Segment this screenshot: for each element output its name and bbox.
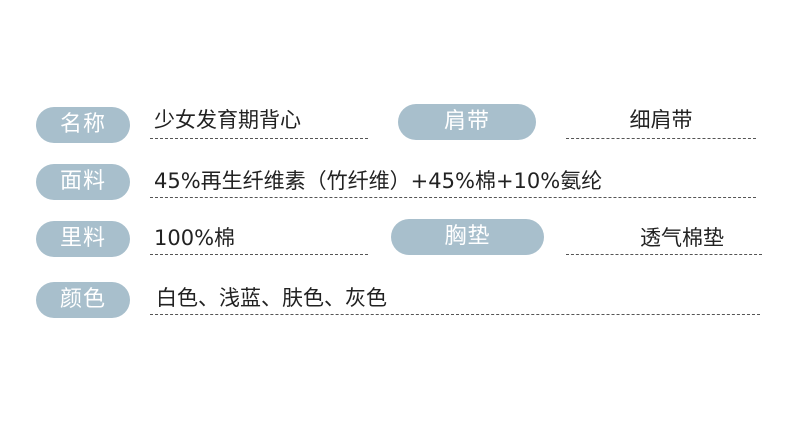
value-fabric: 45%再生纤维素（竹纤维）+45%棉+10%氨纶 [154, 169, 603, 193]
value-color: 白色、浅蓝、肤色、灰色 [156, 286, 387, 310]
label-fabric: 面料 [36, 164, 130, 200]
value-lining: 100%棉 [154, 226, 236, 250]
value-pad: 透气棉垫 [640, 226, 724, 250]
value-strap: 细肩带 [629, 108, 693, 132]
value-name: 少女发育期背心 [154, 108, 301, 132]
label-strap: 肩带 [398, 104, 536, 140]
divider-fabric [150, 197, 756, 198]
label-color: 颜色 [36, 282, 130, 318]
divider-name [150, 138, 368, 139]
divider-strap [566, 138, 756, 139]
divider-lining [150, 254, 368, 255]
label-lining: 里料 [36, 221, 130, 257]
divider-color [150, 314, 760, 315]
label-name: 名称 [36, 107, 130, 143]
label-pad: 胸垫 [391, 219, 544, 255]
divider-pad [566, 254, 762, 255]
